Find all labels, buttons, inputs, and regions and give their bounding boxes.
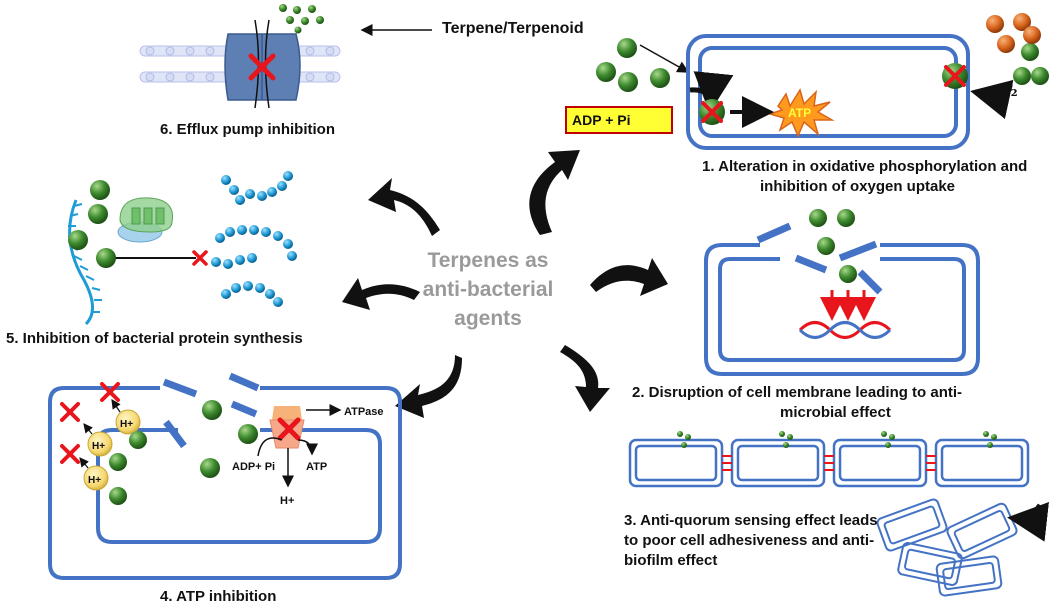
oxphos-adp-pi: ADP + Pi [572, 112, 631, 128]
oxphos-atp: ATP [788, 106, 812, 120]
label-protein-synthesis: 5. Inhibition of bacterial protein synth… [6, 330, 303, 347]
atp-out-label: ATP [306, 461, 328, 473]
efflux-pump-panel [139, 4, 341, 109]
terpene-label: Terpene/Terpenoid [442, 20, 584, 37]
proton-out-label: H+ [280, 495, 295, 507]
inhibition-x-icon [277, 417, 301, 441]
atp-adp-pi-label: ADP+ Pi [232, 461, 276, 473]
label-quorum-line3: biofilm effect [624, 552, 718, 569]
proton-label-3: H+ [88, 475, 102, 486]
label-membrane-line2: microbial effect [780, 404, 891, 421]
curved-arrow-icon [342, 150, 668, 418]
center-title: Terpenes as anti-bacterial agents [418, 246, 558, 333]
atp-inhibition-panel [48, 372, 402, 580]
label-quorum-line2: to poor cell adhesiveness and anti- [624, 532, 875, 549]
dna-helix-icon [798, 321, 892, 339]
inhibition-x-icon [944, 65, 966, 87]
center-title-line2: anti-bacterial [422, 278, 554, 301]
label-efflux-pump: 6. Efflux pump inhibition [160, 121, 335, 138]
proton-label-1: H+ [120, 419, 134, 430]
atp-star [767, 88, 835, 138]
center-title-line3: agents [454, 307, 522, 330]
label-oxphos-line1: 1. Alteration in oxidative phosphorylati… [702, 158, 1028, 175]
oxygen-label: o₂ [1000, 81, 1018, 100]
quorum-sensing-panel [628, 431, 1049, 597]
membrane-disruption-panel [704, 209, 980, 376]
center-title-line1: Terpenes as [427, 249, 549, 272]
inhibition-x-icon [192, 250, 208, 266]
proton-label-2: H+ [92, 441, 106, 452]
ribosome-icon [117, 197, 174, 243]
inhibition-x-icon [248, 53, 276, 81]
label-oxphos-line2: inhibition of oxygen uptake [760, 178, 955, 195]
protein-synthesis-panel [67, 171, 297, 326]
inhibition-x-icon [701, 101, 723, 123]
inhibition-x-icon [60, 382, 120, 464]
oxphos-panel [565, 13, 1049, 150]
atpase-label: ATPase [344, 406, 384, 418]
adp-pi-box [565, 106, 673, 134]
label-atp-inhibition: 4. ATP inhibition [160, 588, 277, 605]
label-membrane-line1: 2. Disruption of cell membrane leading t… [632, 384, 963, 401]
label-quorum-line1: 3. Anti-quorum sensing effect leads [624, 512, 878, 529]
